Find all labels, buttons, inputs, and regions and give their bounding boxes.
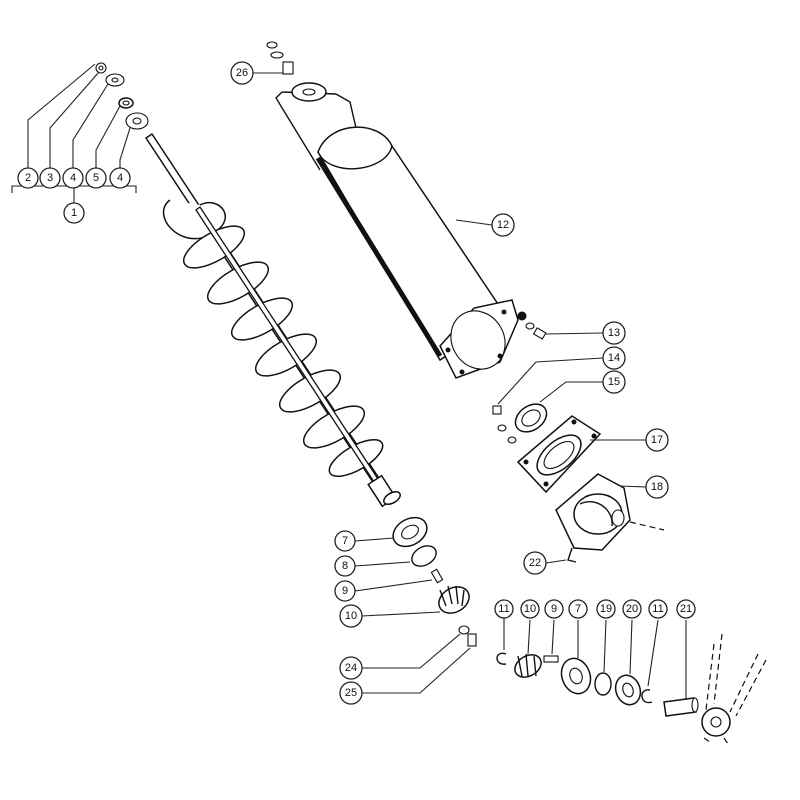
bolt-part-25 <box>467 633 477 647</box>
callout-11a: 11 <box>494 599 514 619</box>
svg-text:12: 12 <box>497 219 509 231</box>
snap-ring-part-11b <box>641 689 653 704</box>
washer-part-24 <box>458 625 470 635</box>
callout-18: 18 <box>645 475 669 499</box>
callout-7: 7 <box>334 530 356 552</box>
callout-12: 12 <box>491 213 515 237</box>
svg-text:10: 10 <box>345 610 357 622</box>
callout-15: 15 <box>602 370 626 394</box>
callout-11b: 11 <box>648 599 668 619</box>
callout-5: 5 <box>85 167 107 189</box>
callout-8: 8 <box>334 555 356 577</box>
callout-26: 26 <box>230 61 254 85</box>
snap-ring-part-8 <box>411 545 437 567</box>
auger-tube <box>275 82 519 379</box>
key-part-9b <box>543 655 559 663</box>
top-left-hardware <box>95 62 149 130</box>
svg-text:7: 7 <box>575 603 581 615</box>
svg-text:11: 11 <box>652 603 663 615</box>
callout-10b: 10 <box>520 599 540 619</box>
auger-screw <box>144 132 401 508</box>
callout-14: 14 <box>602 346 626 370</box>
callout-25: 25 <box>339 681 363 705</box>
svg-text:22: 22 <box>529 557 541 569</box>
callout-19: 19 <box>596 599 616 619</box>
svg-text:13: 13 <box>608 327 620 339</box>
tube-body <box>317 126 508 362</box>
svg-text:15: 15 <box>608 376 620 388</box>
callout-22: 22 <box>523 551 547 575</box>
svg-text:9: 9 <box>551 603 557 615</box>
svg-text:9: 9 <box>342 585 348 597</box>
svg-text:17: 17 <box>651 434 663 446</box>
snap-ring-part-11a <box>496 652 507 665</box>
svg-text:7: 7 <box>342 535 348 547</box>
callout-17: 17 <box>645 428 669 452</box>
svg-text:3: 3 <box>47 172 53 184</box>
svg-text:1: 1 <box>71 207 77 219</box>
seal-part-15 <box>514 403 548 433</box>
svg-text:14: 14 <box>608 352 620 364</box>
callout-3: 3 <box>39 167 61 189</box>
key-part-9 <box>430 568 444 584</box>
callout-4b: 4 <box>109 167 131 189</box>
bolt-part-14 <box>492 405 517 444</box>
drive-sprocket-and-chain <box>701 633 767 745</box>
bearing-part-7 <box>392 516 428 548</box>
bearing-part-20 <box>614 674 642 706</box>
callout-9: 9 <box>334 580 356 602</box>
callout-4: 4 <box>62 167 84 189</box>
callout-7b: 7 <box>568 599 588 619</box>
callout-2: 2 <box>17 167 39 189</box>
svg-text:5: 5 <box>93 172 99 184</box>
bevel-gear-part-10b <box>514 653 542 678</box>
bevel-gear-part-10 <box>438 585 470 614</box>
nut-part-2-hole <box>98 65 104 71</box>
svg-text:4: 4 <box>70 172 76 184</box>
callout-20: 20 <box>622 599 642 619</box>
svg-text:21: 21 <box>680 603 692 615</box>
gear-housing-part-18 <box>555 473 631 563</box>
callout-13: 13 <box>602 321 626 345</box>
flange-plate-part-17 <box>516 415 602 494</box>
svg-text:11: 11 <box>498 603 509 615</box>
svg-text:19: 19 <box>600 603 612 615</box>
svg-text:10: 10 <box>524 603 536 615</box>
svg-text:18: 18 <box>651 481 663 493</box>
svg-text:25: 25 <box>345 687 357 699</box>
svg-text:4: 4 <box>117 172 123 184</box>
callout-24: 24 <box>339 656 363 680</box>
callout-21: 21 <box>676 599 696 619</box>
ring-part-19 <box>594 672 612 696</box>
svg-text:2: 2 <box>25 172 31 184</box>
svg-text:24: 24 <box>345 662 357 674</box>
svg-text:8: 8 <box>342 560 348 572</box>
bolt-part-26 <box>266 41 294 75</box>
shaft-part-21 <box>663 697 699 717</box>
svg-text:26: 26 <box>236 67 248 79</box>
svg-text:20: 20 <box>626 603 638 615</box>
callout-9b: 9 <box>544 599 564 619</box>
callout-10: 10 <box>339 604 363 628</box>
bearing-part-7b <box>560 657 592 695</box>
bolt-part-13 <box>517 311 547 340</box>
callout-1: 1 <box>63 202 85 224</box>
